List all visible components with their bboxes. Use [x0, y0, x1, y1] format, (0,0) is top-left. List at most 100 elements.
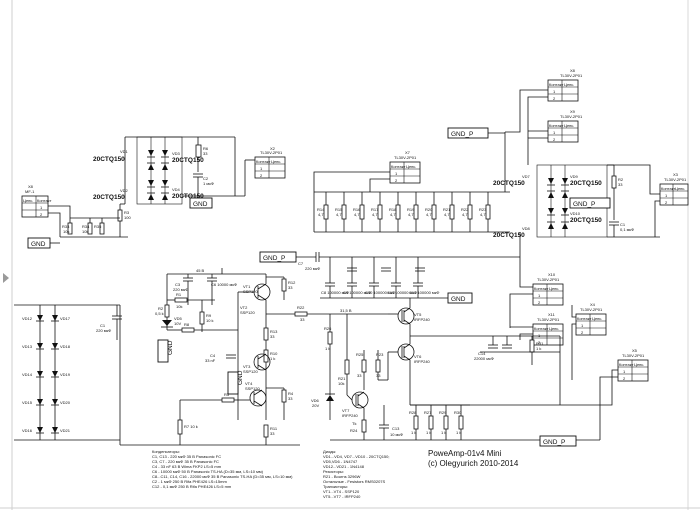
svg-text:GND: GND — [451, 296, 466, 303]
svg-text:SSP120: SSP120 — [243, 289, 258, 294]
svg-text:R8: R8 — [184, 322, 190, 327]
svg-text:C6 - 10000 мкФ 50 В Panasonic: C6 - 10000 мкФ 50 В Panasonic TS-HA (D=3… — [152, 469, 264, 474]
svg-text:X7: X7 — [405, 150, 411, 155]
svg-text:Цепь: Цепь — [675, 186, 684, 191]
svg-text:R1: R1 — [176, 292, 182, 297]
svg-text:20CTQ150: 20CTQ150 — [570, 217, 602, 224]
svg-text:33: 33 — [618, 182, 623, 187]
svg-text:TL30V-2P01: TL30V-2P01 — [664, 177, 687, 182]
svg-text:20CTQ150: 20CTQ150 — [493, 232, 525, 239]
svg-text:R21 - Bourns 3296W: R21 - Bourns 3296W — [323, 474, 361, 479]
capacitor-upper-c10 — [381, 267, 391, 272]
svg-text:R33: R33 — [62, 224, 70, 229]
svg-text:33: 33 — [300, 317, 305, 322]
resistor-r8: R8 — [167, 322, 238, 333]
svg-text:R9: R9 — [206, 313, 212, 318]
svg-text:R34: R34 — [82, 224, 90, 229]
svg-text:VT5...VT7 - IRFP240: VT5...VT7 - IRFP240 — [323, 494, 361, 499]
resistor-value: 4,7 — [408, 212, 414, 217]
svg-text:20CTQ150: 20CTQ150 — [172, 157, 204, 164]
svg-text:33: 33 — [288, 396, 293, 401]
diode-ref: VD15 — [22, 400, 33, 405]
svg-text:100: 100 — [124, 215, 131, 220]
svg-text:TL30V-2P01: TL30V-2P01 — [580, 307, 603, 312]
svg-text:VT6: VT6 — [414, 354, 422, 359]
diode-bridge-top: VD1 20CTQ150 VD3 20CTQ150 VD2 20CTQ150 V… — [93, 136, 255, 205]
diode-ref: VD17 — [60, 316, 71, 321]
svg-text:Tk: Tk — [352, 421, 356, 426]
resistor-value: 4,7 — [426, 212, 432, 217]
diode-vd19: VD19 — [51, 371, 71, 378]
capacitor-label: C11 100000 мкФ — [387, 290, 417, 295]
svg-text:20V: 20V — [312, 403, 319, 408]
svg-text:Контакт: Контакт — [391, 164, 406, 169]
svg-text:VD2: VD2 — [120, 188, 129, 193]
svg-text:2: 2 — [538, 300, 541, 305]
title-block: PoweAmp-01v4 Mini (c) Olegyurich 2010-20… — [428, 449, 519, 468]
diode-vd13: VD13 — [22, 343, 44, 350]
svg-text:SSP120: SSP120 — [240, 310, 255, 315]
svg-text:1 k: 1 k — [325, 346, 330, 351]
svg-text:33 nF: 33 nF — [205, 358, 216, 363]
svg-text:20CTQ150: 20CTQ150 — [93, 156, 125, 163]
svg-text:IRFP240: IRFP240 — [414, 359, 431, 364]
svg-text:R35: R35 — [94, 224, 102, 229]
svg-text:220 мкФ: 220 мкФ — [305, 266, 320, 271]
diode-ref: VD21 — [60, 428, 71, 433]
svg-text:1: 1 — [553, 89, 556, 94]
diode-ref: VD14 — [22, 372, 33, 377]
svg-text:VD10: VD10 — [570, 211, 581, 216]
resistor-ref: R18 — [389, 207, 397, 212]
transistor-vt7: VT7 IRFP240 — [342, 391, 369, 418]
connector-x9: X9 TL30V-2P01 Контакт Цепь 1 2 — [547, 109, 583, 143]
svg-text:C2 - 1 мкФ 250 В Rifa PHE426 L: C2 - 1 мкФ 250 В Rifa PHE426 LS=15mm — [152, 479, 227, 484]
capacitor-c6: C6 10000 мкФ — [207, 277, 237, 287]
scroll-arrow-icon[interactable] — [3, 273, 9, 283]
gnd-p-label-mid: GND_P — [259, 251, 297, 263]
transistor-vt6: VT6 IRFP240 — [397, 343, 431, 364]
capacitor-label: C12 100000 мкФ — [409, 290, 439, 295]
svg-text:20CTQ150: 20CTQ150 — [93, 194, 125, 201]
svg-text:2: 2 — [260, 173, 263, 178]
gnd-p-label-bottom: GND_P — [539, 435, 577, 447]
diode-vd18: VD18 — [51, 343, 71, 350]
svg-text:X11: X11 — [548, 312, 556, 317]
connector-x4: X4 TL30V-2P01 Контакт Цепь 1 2 — [575, 302, 607, 336]
diode-vd1 — [147, 150, 169, 158]
svg-text:1 k: 1 k — [270, 356, 275, 361]
svg-text:220 мкФ: 220 мкФ — [173, 287, 188, 292]
connector-x10: X10 TL30V-2P01 Контакт Цепь 1 2 — [532, 272, 564, 306]
capacitor-c11: C11 100000 мкФ — [387, 257, 417, 298]
svg-text:Контакт: Контакт — [577, 316, 592, 321]
resistor-ref: R15 — [335, 207, 343, 212]
resistor-ref: R22 — [461, 207, 469, 212]
svg-text:C3: C3 — [175, 282, 181, 287]
svg-text:Цепь: Цепь — [564, 82, 573, 87]
svg-text:C8...C11, C14, C16 - 22000 мкФ: C8...C11, C14, C16 - 22000 мкФ 35 В Pana… — [152, 474, 293, 479]
gnd-label-left: GND — [157, 339, 174, 363]
svg-text:TL30V-2P01: TL30V-2P01 — [537, 317, 560, 322]
svg-text:R2: R2 — [158, 306, 164, 311]
svg-text:VD1...VD4, VD7...VD10 - 20CTQ1: VD1...VD4, VD7...VD10 - 20CTQ150; — [323, 454, 389, 459]
resistor-value: 4,7 — [390, 212, 396, 217]
resistor-value: 4,7 — [354, 212, 360, 217]
svg-text:R7 10 k: R7 10 k — [184, 424, 198, 429]
diode-vd20: VD20 — [51, 399, 71, 406]
gnd-label-bridge: GND — [189, 196, 213, 209]
svg-text:10k: 10k — [82, 229, 88, 234]
svg-text:10k: 10k — [63, 229, 69, 234]
svg-text:R6: R6 — [203, 146, 209, 151]
